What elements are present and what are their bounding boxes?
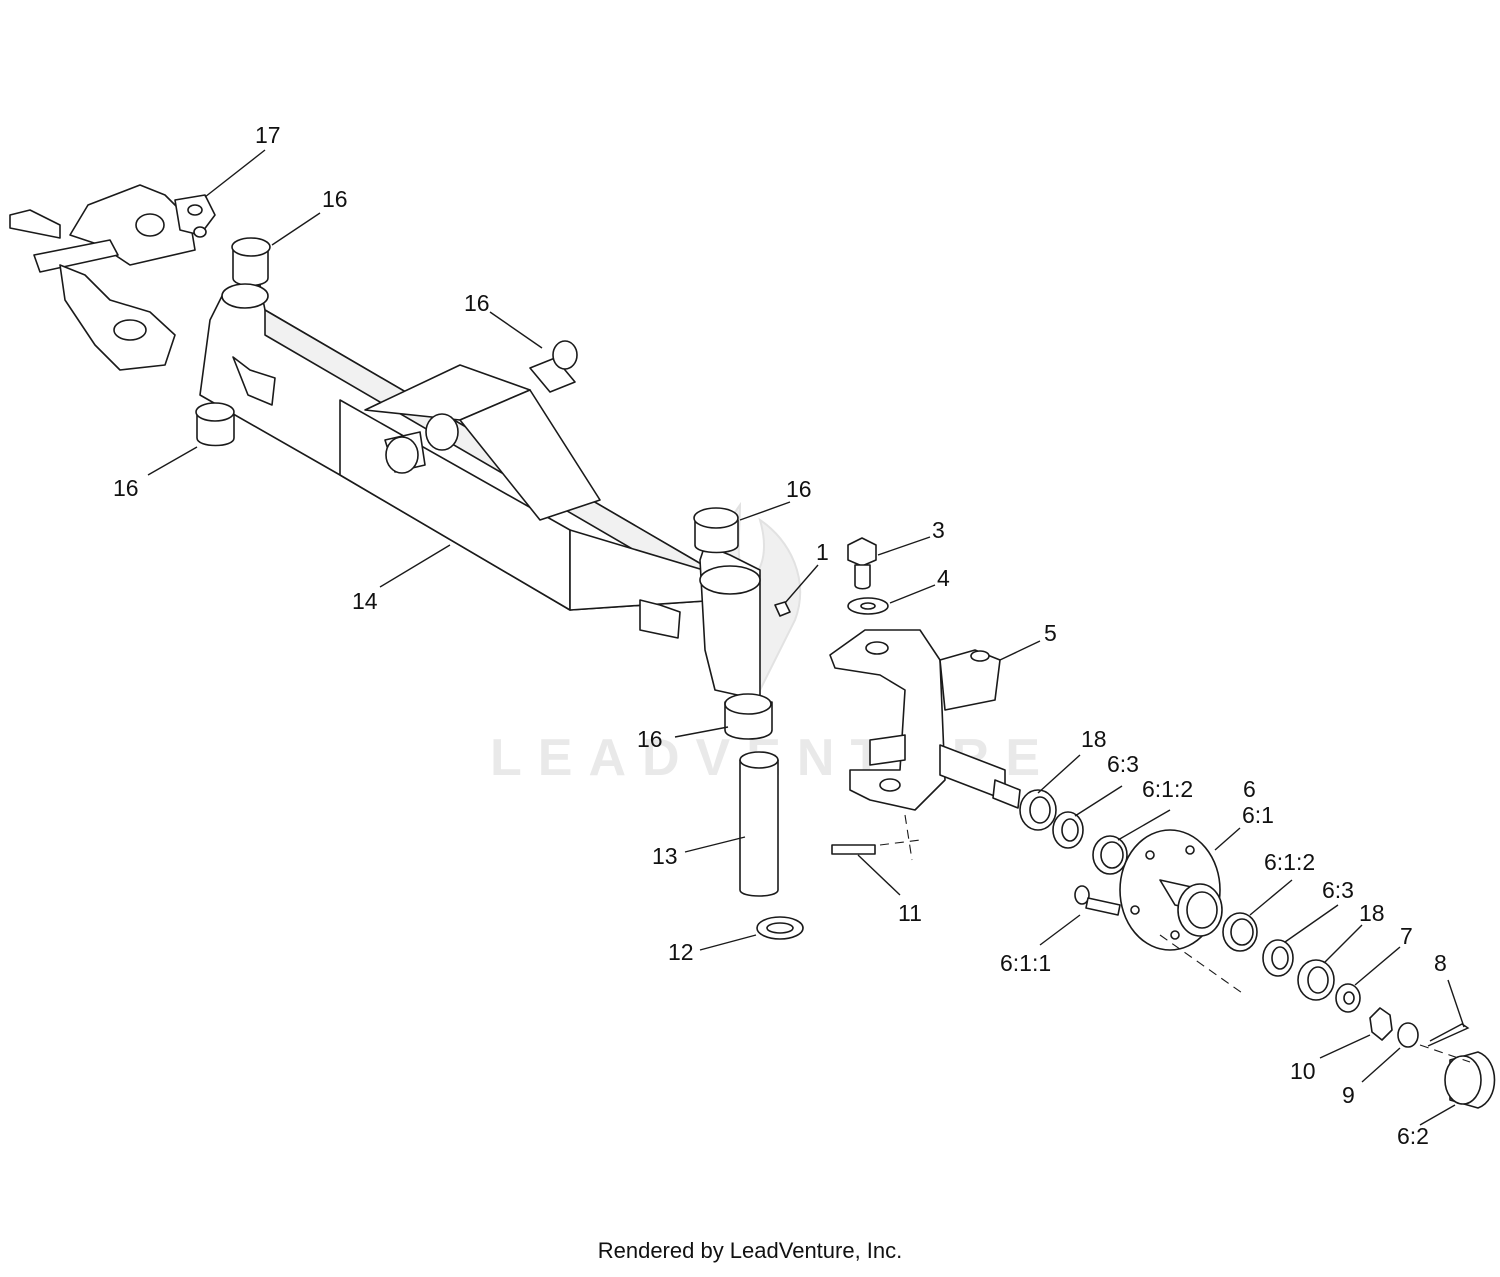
part-11-key [831, 844, 876, 855]
callout-16-center: 16 [464, 290, 490, 316]
callout-12: 12 [668, 939, 694, 965]
part-6-3-bearing-inner [1052, 811, 1084, 849]
callout-7: 7 [1400, 923, 1413, 949]
part-6-3-bearing-outer [1262, 939, 1294, 977]
callout-8: 8 [1434, 950, 1447, 976]
callout-6-1-2-outer: 6:1:2 [1264, 849, 1315, 875]
callout-6-3-inner: 6:3 [1107, 751, 1139, 777]
callout-16-top: 16 [322, 186, 348, 212]
part-9-nut-retainer [1397, 1022, 1419, 1048]
part-6-1-1-wheel-stud [1074, 885, 1121, 916]
callout-9: 9 [1342, 1082, 1355, 1108]
callout-10: 10 [1290, 1058, 1316, 1084]
part-10-nut [1369, 1007, 1393, 1041]
callout-labels: 17 16 16 16 16 14 1 3 4 5 16 18 6:3 6:1:… [113, 122, 1447, 1149]
part-6-1-2-race-inner [1092, 835, 1128, 875]
leader-lines [147, 149, 1465, 1126]
part-16-bushing-upper-right [693, 507, 739, 554]
callout-1: 1 [816, 539, 829, 565]
part-4-washer [847, 597, 889, 615]
part-16-bushing-center [384, 340, 578, 474]
part-16-bushing-lower-right [724, 693, 773, 740]
callout-5: 5 [1044, 620, 1057, 646]
callout-16-left: 16 [113, 475, 139, 501]
callout-18-inner: 18 [1081, 726, 1107, 752]
callout-13: 13 [652, 843, 678, 869]
part-6-1-2-race-outer [1222, 912, 1258, 952]
callout-4: 4 [937, 565, 950, 591]
part-18-seal-outer [1297, 959, 1335, 1001]
part-18-seal-inner [1019, 789, 1057, 831]
callout-16-upper-right: 16 [786, 476, 812, 502]
part-12-washer [756, 916, 804, 940]
rendered-by-footer: Rendered by LeadVenture, Inc. [597, 1238, 903, 1263]
callout-17: 17 [255, 122, 281, 148]
callout-14: 14 [352, 588, 378, 614]
callout-6-3-outer: 6:3 [1322, 877, 1354, 903]
part-6-2-dust-cap [1444, 1051, 1496, 1109]
callout-6-1-2-inner: 6:1:2 [1142, 776, 1193, 802]
callout-6: 6 [1243, 776, 1256, 802]
part-13-pivot-pin [739, 751, 779, 897]
part-16-bushing-top-left [221, 237, 271, 309]
callout-18-outer: 18 [1359, 900, 1385, 926]
part-7-washer [1335, 983, 1361, 1013]
callout-11: 11 [898, 900, 922, 926]
part-1-grease-fitting [774, 601, 791, 617]
part-3-bolt [847, 537, 877, 590]
callout-6-1: 6:1 [1242, 802, 1274, 828]
callout-16-lower-right: 16 [637, 726, 663, 752]
part-17-steering-bracket [9, 184, 216, 371]
callout-6-2: 6:2 [1397, 1123, 1429, 1149]
part-8-cotter-pin [1427, 1023, 1470, 1047]
callout-6-1-1: 6:1:1 [1000, 950, 1051, 976]
part-14-front-axle [199, 284, 761, 701]
callout-3: 3 [932, 517, 945, 543]
part-16-bushing-left-lower [195, 402, 235, 447]
part-6-wheel-hub [1119, 829, 1223, 951]
assembly-centerlines [879, 814, 1471, 1063]
part-5-steering-knuckle [829, 629, 1021, 811]
